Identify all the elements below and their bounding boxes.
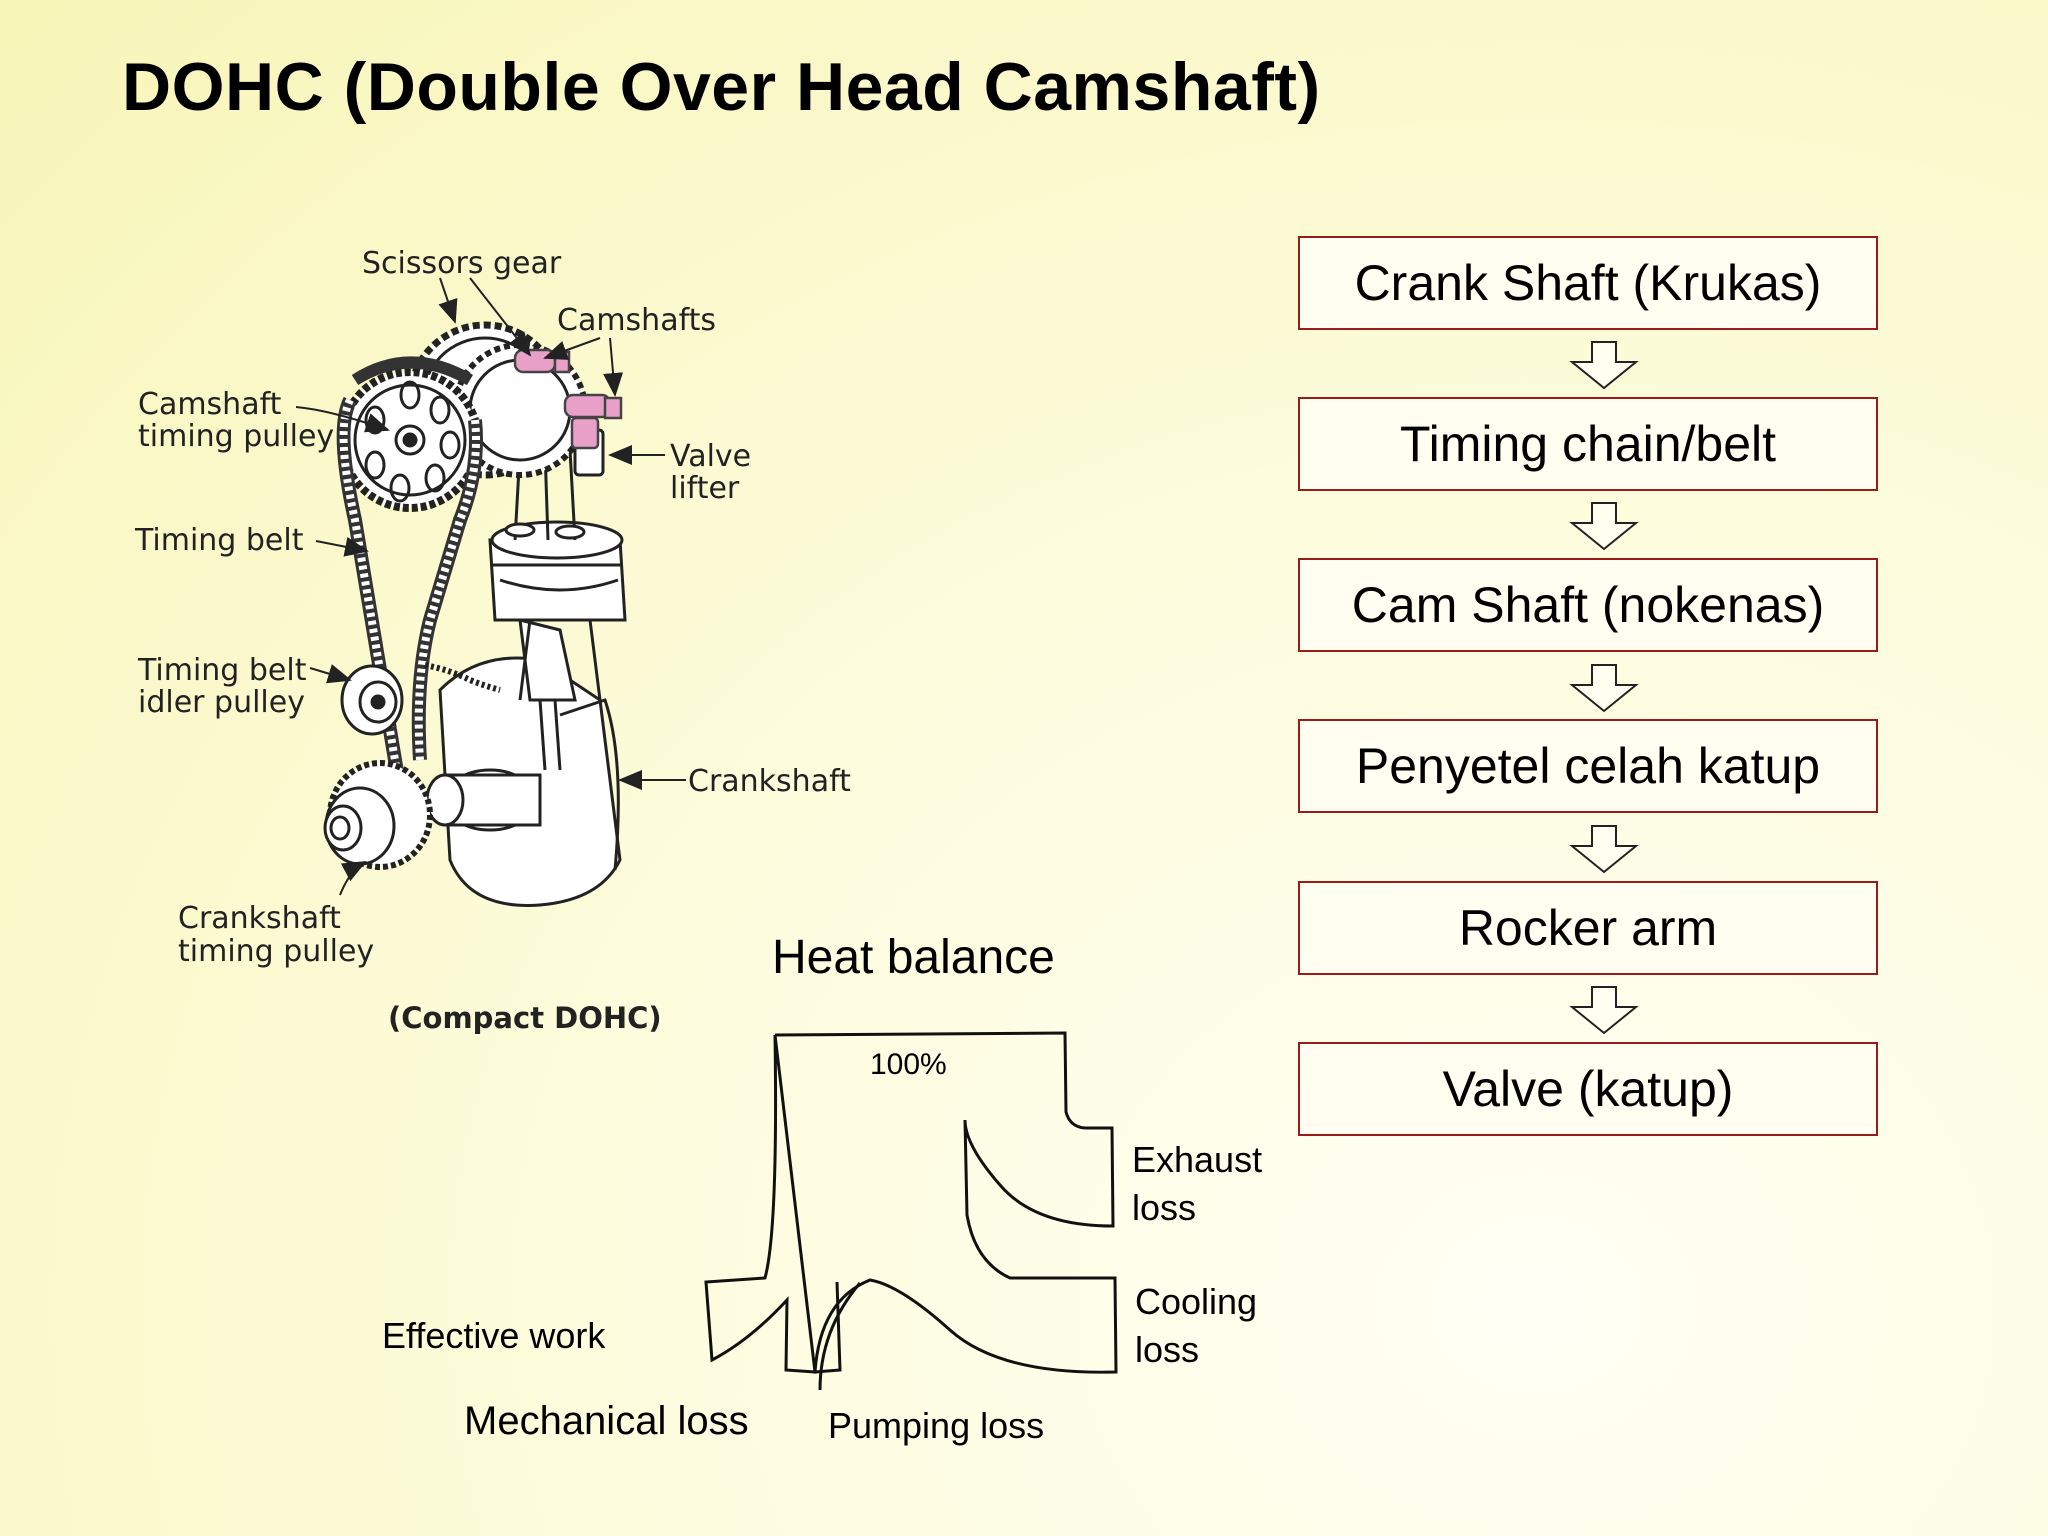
flow-box-timing-belt: Timing chain/belt xyxy=(1298,397,1878,491)
mechanical-loss-label: Mechanical loss xyxy=(464,1399,749,1443)
label-valve-lifter-1: Valve xyxy=(670,439,751,474)
label-camshaft-pulley-1: Camshaft xyxy=(138,387,282,422)
label-valve-lifter-2: lifter xyxy=(670,471,740,506)
leader-lines xyxy=(295,277,686,896)
pumping-loss-label: Pumping loss xyxy=(828,1405,1044,1446)
heat-total-label: 100% xyxy=(870,1048,947,1081)
pumping-channel xyxy=(818,1282,862,1391)
flow-box-crankshaft: Crank Shaft (Krukas) xyxy=(1298,236,1878,330)
down-arrow-icon xyxy=(1569,986,1639,1035)
flow-box-rocker-arm: Rocker arm xyxy=(1298,881,1878,975)
label-timing-belt: Timing belt xyxy=(134,523,304,558)
crankshaft-body xyxy=(425,618,622,907)
label-crankshaft: Crankshaft xyxy=(688,764,851,799)
heat-outline-outer xyxy=(704,1031,1118,1374)
cooling-loss-label-1: Cooling xyxy=(1135,1281,1257,1322)
down-arrow-icon xyxy=(1569,825,1639,874)
label-camshaft-pulley-2: timing pulley xyxy=(138,419,334,454)
label-crank-pulley-1: Crankshaft xyxy=(178,901,341,936)
down-arrow-icon xyxy=(1569,341,1639,390)
engine-labels: Scissors gear Camshafts Camshaft timing … xyxy=(134,246,851,1035)
heat-balance-title: Heat balance xyxy=(772,931,1055,984)
down-arrow-icon xyxy=(1569,664,1639,713)
flow-box-label: Valve (katup) xyxy=(1442,1061,1734,1117)
flow-box-label: Timing chain/belt xyxy=(1399,416,1777,472)
label-scissors-gear: Scissors gear xyxy=(362,246,562,281)
label-crank-pulley-2: timing pulley xyxy=(178,934,374,969)
flow-arrows xyxy=(1569,341,1639,1035)
down-arrow-icon xyxy=(1569,502,1639,551)
engine-caption: (Compact DOHC) xyxy=(388,1001,662,1035)
label-idler-1: Timing belt xyxy=(137,653,307,688)
exhaust-loss-label-1: Exhaust xyxy=(1132,1139,1262,1180)
flow-box-label: Penyetel celah katup xyxy=(1355,738,1821,794)
label-idler-2: idler pulley xyxy=(138,685,305,720)
crank-pulley xyxy=(323,760,433,870)
exhaust-loss-label-2: loss xyxy=(1132,1187,1196,1228)
engine-illustration xyxy=(295,277,686,907)
camshaft-pulley xyxy=(338,368,482,512)
heat-balance-diagram xyxy=(704,1031,1118,1391)
label-camshafts: Camshafts xyxy=(557,303,716,338)
flow-box-valve: Valve (katup) xyxy=(1298,1042,1878,1136)
page-title: DOHC (Double Over Head Camshaft) xyxy=(122,49,1321,125)
flow-box-label: Crank Shaft (Krukas) xyxy=(1354,255,1822,311)
flow-box-valve-clearance-adjuster: Penyetel celah katup xyxy=(1298,719,1878,813)
flow-box-label: Rocker arm xyxy=(1458,900,1718,956)
flow-box-camshaft: Cam Shaft (nokenas) xyxy=(1298,558,1878,652)
idler-pulley xyxy=(340,664,404,736)
effective-work-label: Effective work xyxy=(382,1315,606,1356)
heat-balance-labels: Heat balance 100% Exhaust loss Cooling l… xyxy=(382,931,1262,1446)
flow-box-label: Cam Shaft (nokenas) xyxy=(1351,577,1825,633)
cooling-loss-label-2: loss xyxy=(1135,1329,1199,1370)
